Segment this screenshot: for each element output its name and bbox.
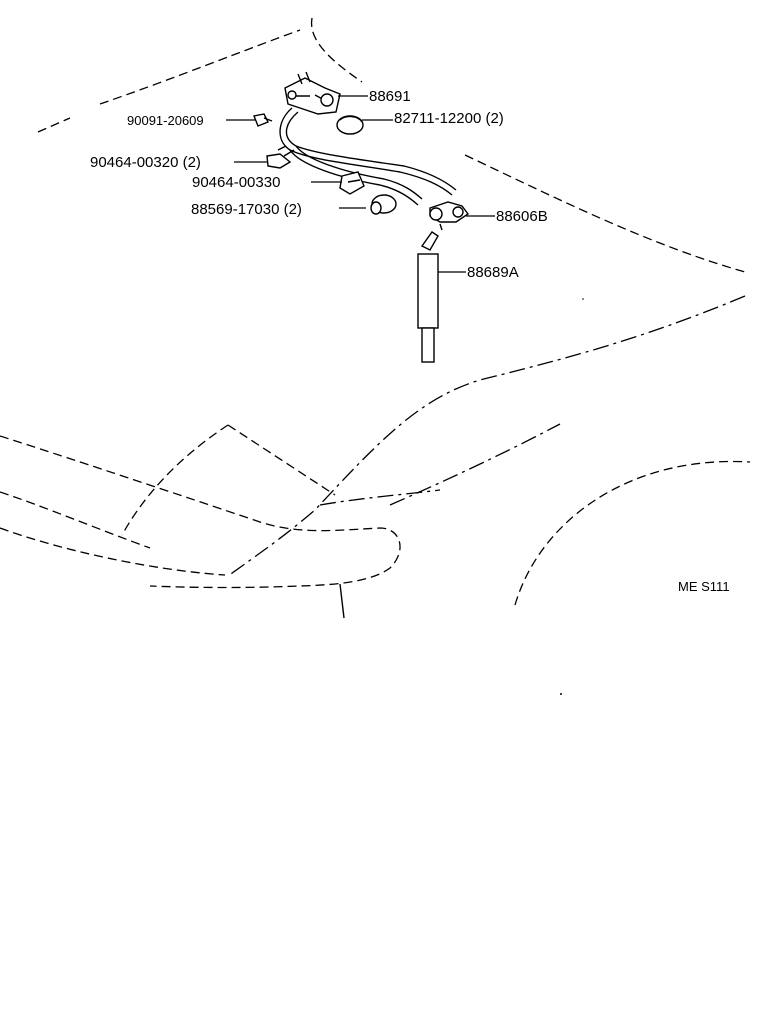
label-82711-12200: 82711-12200 (2) (394, 110, 504, 127)
diagram-code: ME S111 (678, 579, 730, 594)
stray-dot (582, 298, 584, 300)
hose-clamp-part (336, 115, 364, 135)
washer-hose-part (417, 231, 439, 363)
clip-330-part (339, 171, 365, 195)
label-88569-17030: 88569-17030 (2) (191, 201, 302, 218)
washer-hoses (279, 107, 457, 206)
check-valve-part (429, 201, 470, 231)
screw-part (253, 113, 273, 127)
clip-320-part (266, 145, 295, 169)
leader-lines (226, 95, 495, 273)
stray-dot (560, 693, 562, 695)
label-88606b: 88606B (496, 208, 548, 225)
label-88689a: 88689A (467, 264, 519, 281)
vehicle-outline (0, 17, 751, 619)
label-90464-00320: 90464-00320 (2) (90, 154, 201, 171)
label-90091-20609: 90091-20609 (127, 113, 204, 128)
grommet-part (370, 194, 397, 215)
nozzle-assembly-part (284, 71, 341, 115)
label-88691: 88691 (369, 88, 411, 105)
label-90464-00330: 90464-00330 (192, 174, 280, 191)
